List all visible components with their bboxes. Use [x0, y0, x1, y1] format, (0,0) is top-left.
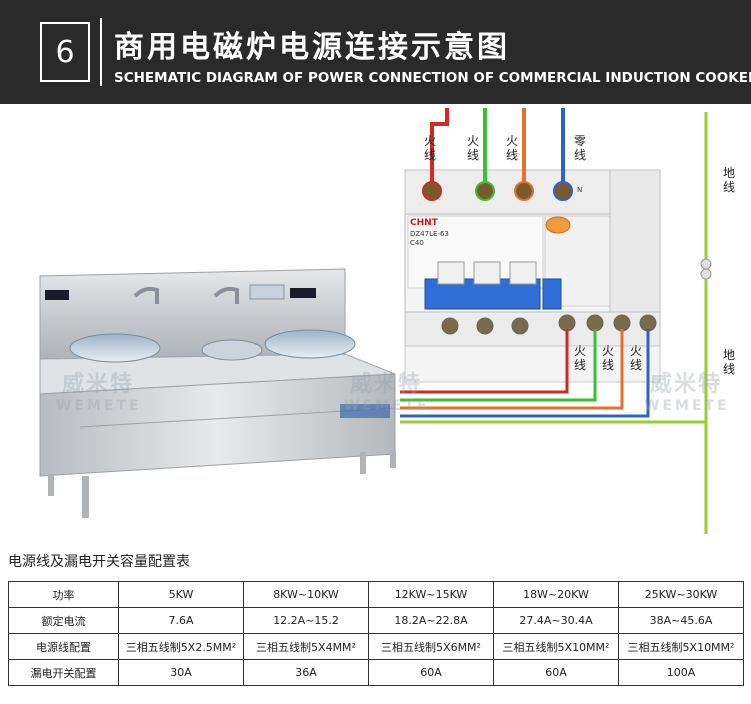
label-live-1: 火线 — [423, 134, 436, 162]
breaker-base — [404, 345, 661, 383]
label-out-live-1: 火线 — [573, 344, 586, 372]
table-cell: 30A — [118, 659, 244, 686]
table-cell: 三相五线制5X10MM² — [493, 633, 619, 660]
label-out-live-3: 火线 — [629, 344, 642, 372]
connection-diagram: CHNT DZ47LE-63 C40 N 火线 火线 火线 零线 地线 地线 火… — [0, 104, 751, 540]
section-number: 6 — [40, 22, 90, 82]
input-wires — [430, 108, 565, 182]
spec-table: 功率 5KW 8KW~10KW 12KW~15KW 18W~20KW 25KW~… — [8, 581, 744, 686]
breaker-brand: CHNT — [410, 218, 438, 228]
table-cell: 三相五线制5X2.5MM² — [118, 633, 244, 660]
watermark-3: 威米特 WEMETE — [644, 372, 730, 414]
table-cell: 三相五线制5X4MM² — [243, 633, 369, 660]
label-live-2: 火线 — [466, 134, 479, 162]
bottom-screws — [441, 314, 657, 335]
top-screws — [422, 181, 573, 201]
page-title: 商用电磁炉电源连接示意图 — [114, 30, 510, 65]
breaker-test-button — [545, 216, 571, 234]
label-out-live-2: 火线 — [601, 344, 614, 372]
table-row: 漏电开关配置 30A 36A 60A 60A 100A — [8, 659, 744, 686]
row-label: 功率 — [8, 581, 119, 608]
breaker-toggle-3 — [509, 261, 537, 285]
table-cell: 5KW — [118, 581, 244, 608]
label-live-3: 火线 — [505, 134, 518, 162]
table-cell: 100A — [618, 659, 744, 686]
table-cell: 60A — [493, 659, 619, 686]
table-row: 额定电流 7.6A 12.2A~15.2 18.2A~22.8A 27.4A~3… — [8, 607, 744, 634]
induction-cooker — [39, 268, 396, 518]
table-cell: 18.2A~22.8A — [368, 607, 494, 634]
watermark-2: 威米特 WEMETE — [344, 372, 430, 414]
table-cell: 8KW~10KW — [243, 581, 369, 608]
table-title: 电源线及漏电开关容量配置表 — [8, 554, 190, 570]
label-neutral: 零线 — [573, 134, 586, 162]
label-ground-1: 地线 — [722, 166, 735, 194]
table-cell: 7.6A — [118, 607, 244, 634]
table-cell: 三相五线制5X6MM² — [368, 633, 494, 660]
row-label: 额定电流 — [8, 607, 119, 634]
breaker-model: DZ47LE-63 — [410, 230, 449, 238]
table-cell: 12.2A~15.2 — [243, 607, 369, 634]
breaker-rating: C40 — [410, 239, 424, 247]
row-label: 漏电开关配置 — [8, 659, 119, 686]
breaker-toggle-2 — [473, 261, 501, 285]
watermark-1: 威米特 WEMETE — [56, 372, 142, 414]
table-cell: 12KW~15KW — [368, 581, 494, 608]
header-banner: 6 商用电磁炉电源连接示意图 SCHEMATIC DIAGRAM OF POWE… — [0, 0, 751, 104]
breaker-toggle-1 — [437, 261, 465, 285]
table-cell: 38A~45.6A — [618, 607, 744, 634]
diagram-graphic — [39, 108, 712, 534]
breaker-terminal-letter: N — [577, 186, 583, 194]
label-ground-2: 地线 — [722, 348, 735, 376]
table-cell: 60A — [368, 659, 494, 686]
output-wires — [400, 329, 706, 424]
header-divider — [100, 18, 102, 86]
table-cell: 25KW~30KW — [618, 581, 744, 608]
row-label: 电源线配置 — [8, 633, 119, 660]
table-row: 电源线配置 三相五线制5X2.5MM² 三相五线制5X4MM² 三相五线制5X6… — [8, 633, 744, 660]
table-cell: 三相五线制5X10MM² — [618, 633, 744, 660]
table-row: 功率 5KW 8KW~10KW 12KW~15KW 18W~20KW 25KW~… — [8, 581, 744, 608]
table-cell: 36A — [243, 659, 369, 686]
table-cell: 27.4A~30.4A — [493, 607, 619, 634]
breaker-rcd-toggle — [542, 278, 562, 310]
table-cell: 18W~20KW — [493, 581, 619, 608]
page-subtitle: SCHEMATIC DIAGRAM OF POWER CONNECTION OF… — [114, 70, 751, 86]
